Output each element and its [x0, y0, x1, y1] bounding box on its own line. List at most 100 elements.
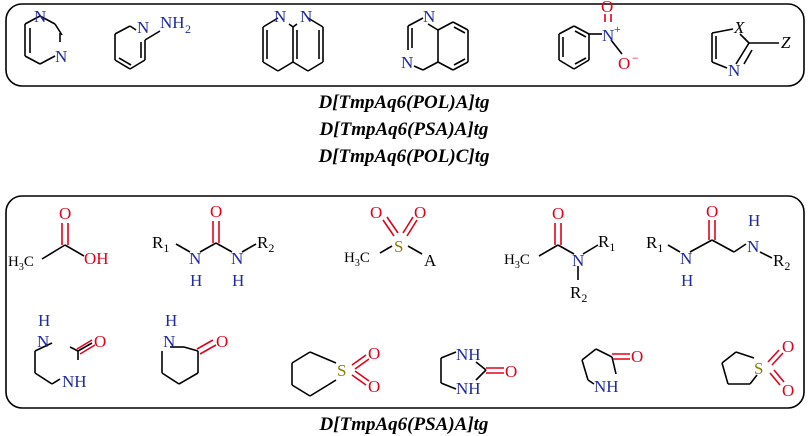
- sulfolane-structure: [721, 351, 758, 385]
- imidazolidinone-structure: [440, 351, 487, 390]
- pyrimidine-structure: [24, 15, 63, 65]
- sulfolane-so-b1: [769, 372, 781, 386]
- nitro-plus-sign: +: [614, 22, 621, 36]
- urea-o-label: O: [210, 202, 222, 221]
- pip-carbonyl-a: [196, 339, 214, 350]
- urea-r1-label: R1: [152, 233, 169, 255]
- nitro-o-minus-label: O: [618, 54, 630, 73]
- thiane-o2-label: O: [368, 377, 380, 396]
- azole-z-label: Z: [781, 33, 791, 52]
- quinazoline-structure: [407, 17, 469, 71]
- glycinamide-n1-label: N: [680, 249, 692, 268]
- acetamide-o-label: O: [552, 204, 564, 223]
- glycinamide-h1-label: H: [681, 271, 693, 290]
- pyrrolidinone-structure: [581, 348, 617, 385]
- sulfonyl-h3c-label: H3C: [344, 250, 370, 269]
- sulfolane-so-a2: [771, 352, 784, 366]
- azole-structure: [711, 28, 779, 69]
- imid-o-label: O: [505, 362, 517, 381]
- thiane-s-label: S: [337, 361, 346, 380]
- sulfolane-so-a1: [767, 349, 780, 363]
- urea-n2-label: N: [231, 249, 243, 268]
- imid-nh1-label: NH: [456, 345, 481, 364]
- imid-nh2-label: NH: [456, 379, 481, 398]
- azole-x-label: X: [733, 18, 745, 37]
- thp-carbonyl-a: [76, 339, 93, 350]
- sulfonyl-bond-left-a: [382, 219, 395, 237]
- sulfonyl-bond-left-b: [386, 216, 399, 234]
- sulfolane-o2-label: O: [782, 381, 794, 400]
- glycinamide-o-label: O: [706, 202, 718, 221]
- thiane-o1-label: O: [368, 344, 380, 363]
- pyr-nh-label: NH: [594, 377, 619, 396]
- thiane-so-a1: [351, 354, 367, 366]
- nitro-n-label: N: [602, 26, 614, 45]
- pip-o-label: O: [216, 332, 228, 351]
- thiane-so-b2: [354, 370, 370, 382]
- glycinamide-structure: [667, 239, 773, 259]
- top-frame: [5, 3, 805, 87]
- piperidinone-structure: [161, 346, 199, 385]
- acetamide-structure: [538, 244, 599, 280]
- amino-nh2-subscript: 2: [185, 22, 191, 36]
- naphthyridine-n1-label: N: [274, 7, 286, 26]
- acetic-acid-oh-label: OH: [84, 249, 109, 268]
- thiane-so-a2: [354, 358, 370, 370]
- naphthyridine-structure: [262, 17, 324, 72]
- nitrobenzene-structure: [558, 25, 623, 70]
- thp-carbonyl-b: [79, 344, 96, 355]
- nitro-minus-sign: −: [632, 51, 639, 65]
- pyrimidine-n3-label: N: [55, 47, 67, 66]
- sulfonyl-bond-right-b: [406, 219, 418, 237]
- amino-nh2-label: NH: [160, 13, 185, 32]
- bottom-frame: [5, 195, 805, 409]
- acetamide-r1-label: R1: [598, 232, 615, 254]
- acetamide-n-label: N: [572, 251, 584, 270]
- glycinamide-n2-label: N: [747, 237, 759, 256]
- urea-h1-label: H: [190, 271, 202, 290]
- thiane-so-b1: [351, 374, 367, 386]
- sulfonyl-o2-label: O: [414, 203, 426, 222]
- pip-carbonyl-b: [199, 344, 217, 355]
- caption-1: D[TmpAq6(POL)A]tg: [318, 92, 490, 113]
- sulfonyl-o1-label: O: [370, 203, 382, 222]
- pip-h-label: H: [165, 311, 177, 330]
- thp-n1-label: N: [37, 332, 49, 351]
- caption-2: D[TmpAq6(PSA)A]tg: [319, 119, 489, 140]
- caption-3: D[TmpAq6(POL)C]tg: [318, 146, 490, 167]
- thp-nh-label: NH: [62, 372, 87, 391]
- urea-n1-label: N: [189, 249, 201, 268]
- tetrahydropyrimidinone-structure: [34, 342, 93, 385]
- pyr-o-label: O: [631, 347, 643, 366]
- pyrimidine-n1-label: N: [34, 7, 46, 26]
- sulfonyl-a-label: A: [424, 251, 437, 270]
- acetic-acid-o-label: O: [59, 204, 71, 223]
- pip-n-label: N: [163, 332, 175, 351]
- nitro-o-label: O: [601, 0, 613, 16]
- glycinamide-r2-label: R2: [773, 251, 790, 273]
- quinazoline-n3-label: N: [401, 53, 413, 72]
- quinazoline-n1-label: N: [423, 7, 435, 26]
- acetic-acid-h3c-label: H3C: [8, 254, 34, 273]
- urea-structure: [175, 242, 257, 253]
- sulfonyl-s-label: S: [394, 237, 403, 256]
- methylsulfonyl-structure: [379, 245, 423, 255]
- aminopyridine-n-label: N: [137, 18, 149, 37]
- acetamide-r2-label: R2: [570, 283, 587, 305]
- acetamide-h3c-label: H3C: [504, 252, 530, 271]
- caption-4: D[TmpAq6(PSA)A]tg: [319, 414, 489, 435]
- thp-h-label: H: [38, 311, 50, 330]
- glycinamide-h2-label: H: [748, 211, 760, 230]
- thiane-dioxide-structure: [291, 351, 337, 397]
- thp-o-label: O: [94, 332, 106, 351]
- naphthyridine-n8-label: N: [300, 7, 312, 26]
- sulfolane-s-label: S: [754, 359, 763, 378]
- sulfolane-so-b2: [773, 369, 785, 383]
- aminopyridine-structure: [114, 25, 161, 70]
- urea-h2-label: H: [232, 271, 244, 290]
- urea-r2-label: R2: [257, 233, 274, 255]
- sulfolane-o1-label: O: [782, 337, 794, 356]
- glycinamide-r1-label: R1: [646, 233, 663, 255]
- sulfonyl-bond-right-a: [402, 216, 414, 234]
